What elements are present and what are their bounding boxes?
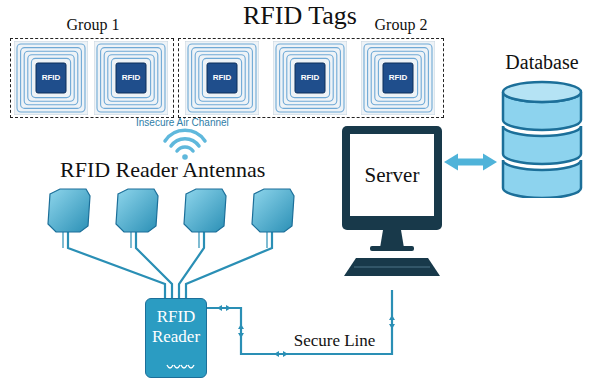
tag-coil: [101, 48, 162, 109]
monitor-stand: [380, 230, 404, 248]
channel-label: Insecure Air Channel: [136, 117, 229, 128]
reader-led: [167, 365, 173, 368]
reader-led: [174, 365, 180, 368]
server-computer: Server: [340, 126, 444, 290]
connector: [444, 154, 497, 171]
tag-chip: [383, 63, 413, 93]
node-text: RFID Reader: [149, 307, 203, 347]
arrowhead: [274, 351, 279, 357]
database-band: [503, 160, 581, 198]
tag-coil: [364, 44, 432, 112]
tag-coil: [287, 55, 333, 101]
node-text: RFID: [185, 73, 259, 83]
tag-group: Group 2RFIDRFIDRFID: [178, 38, 444, 118]
tag-coil: [195, 51, 249, 105]
database-cylinder: [497, 80, 587, 198]
tag-coil: [31, 58, 70, 97]
node-text: RFID: [14, 73, 88, 83]
reader-antennas: [48, 189, 294, 232]
connector: [207, 290, 395, 357]
tag-coil: [188, 44, 256, 112]
tag-coil: [283, 51, 337, 105]
reader-led-marks: [146, 361, 208, 375]
arrowhead: [226, 305, 231, 311]
diagram-title: RFID Tags: [243, 1, 357, 31]
antenna-wires: [63, 232, 272, 300]
tag-chip: [36, 63, 66, 93]
node-text: Group 2: [375, 16, 428, 34]
connector-line: [207, 290, 392, 354]
arrowhead: [389, 315, 395, 320]
edge-label: Secure Line: [292, 331, 378, 351]
node-text: RFID: [94, 73, 168, 83]
tag-coil: [104, 51, 158, 105]
arrowhead: [238, 324, 244, 329]
tag-chip: [116, 63, 146, 93]
tag-coil: [368, 48, 429, 109]
database-top: [503, 82, 581, 102]
tag-coil: [24, 51, 78, 105]
tag-coil: [108, 55, 154, 101]
tag-coil: [371, 51, 425, 105]
tag-coil: [199, 55, 245, 101]
rfid-tag: RFID: [14, 41, 88, 115]
tag-coil: [17, 44, 85, 112]
tag-coil: [111, 58, 150, 97]
node-text: RFID: [361, 73, 435, 83]
node-text: Server: [350, 134, 434, 216]
tag-group: Group 1RFIDRFID: [10, 38, 174, 118]
monitor-screen: [350, 134, 434, 216]
monitor-frame: [342, 126, 442, 230]
tag-card: [14, 41, 88, 115]
keyboard: [344, 258, 440, 276]
reader-led: [181, 365, 187, 368]
database-band: [503, 126, 581, 164]
tag-card: [361, 41, 435, 115]
node-text: Group 1: [67, 16, 120, 34]
rfid-tag: RFID: [273, 41, 347, 115]
computer-illustration: [340, 126, 444, 290]
arrowhead: [238, 333, 244, 338]
arrowhead: [217, 305, 222, 311]
node-text: Database: [497, 50, 587, 74]
tag-coil: [192, 48, 253, 109]
arrowhead: [283, 351, 288, 357]
reader-led: [188, 365, 194, 368]
tag-coil: [378, 58, 417, 97]
rfid-reader-box: RFID Reader: [145, 298, 207, 378]
tag-coil: [290, 58, 329, 97]
tag-chip: [295, 63, 325, 93]
tag-card: [94, 41, 168, 115]
tag-coil: [280, 48, 341, 109]
monitor-base: [370, 246, 414, 251]
tag-coil: [202, 58, 241, 97]
tag-card: [185, 41, 259, 115]
node-text: RFID: [273, 73, 347, 83]
rfid-tag: RFID: [361, 41, 435, 115]
arrowhead: [483, 154, 497, 171]
wifi-symbol: [165, 130, 205, 160]
tag-coil: [28, 55, 74, 101]
connector-line: [455, 159, 486, 166]
antenna-label: RFID Reader Antennas: [60, 157, 265, 183]
database-node: Database: [497, 50, 587, 198]
rfid-tag: RFID: [94, 41, 168, 115]
rfid-tag: RFID: [185, 41, 259, 115]
tag-coil: [21, 48, 82, 109]
tag-coil: [97, 44, 165, 112]
tag-card: [273, 41, 347, 115]
tag-coil: [375, 55, 421, 101]
arrowhead: [444, 154, 458, 171]
keyboard-row: [354, 267, 430, 268]
tag-chip: [207, 63, 237, 93]
tag-coil: [276, 44, 344, 112]
arrowhead: [389, 324, 395, 329]
